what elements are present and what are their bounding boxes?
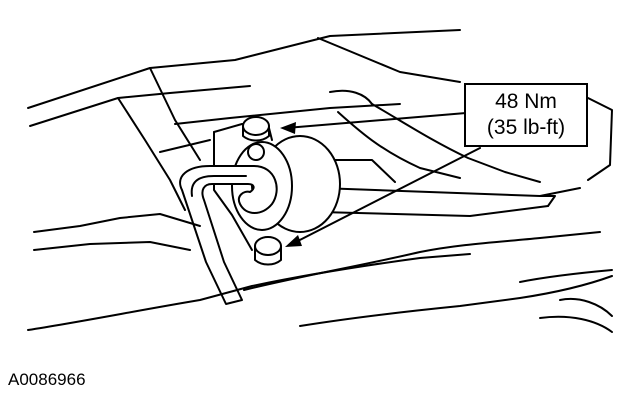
- frame-bracket-curve: [371, 103, 541, 183]
- lower-right-curve-2: [539, 315, 613, 333]
- stabilizer-bar-end: [539, 195, 556, 207]
- stabilizer-bar-curve-outer: [179, 165, 278, 305]
- torque-metric-label: 48 Nm: [495, 90, 557, 113]
- lower-bolt: [254, 236, 282, 266]
- figure-id: A0086966: [8, 370, 86, 389]
- lower-control-arm-right: [519, 269, 613, 283]
- torque-imperial-label: (35 lb-ft): [486, 116, 566, 139]
- link-rod: [329, 159, 396, 183]
- lower-arm-contour: [243, 231, 601, 291]
- frame-rail-upper-left: [27, 29, 461, 109]
- lower-arm-edge: [299, 275, 613, 327]
- torque-callout: 48 Nm (35 lb-ft): [464, 83, 588, 147]
- leader-line-upper: [285, 112, 467, 129]
- bracket-left-side: [213, 131, 253, 251]
- upper-bolt: [242, 116, 270, 161]
- frame-rail-left-inner: [29, 85, 251, 127]
- frame-left-contour-2: [149, 67, 201, 161]
- floor-pan-lower: [27, 253, 471, 331]
- frame-crossmember: [174, 103, 401, 125]
- stabilizer-bar-lower: [319, 205, 549, 217]
- frame-right-edge: [587, 97, 613, 181]
- frame-bracket-lower: [337, 111, 461, 179]
- leader-line-lower: [291, 147, 481, 245]
- floor-pan-mid: [33, 241, 191, 251]
- frame-crossmember-lower: [159, 139, 211, 153]
- frame-bracket-top: [329, 89, 373, 105]
- arrowhead-lower: [285, 235, 302, 247]
- stabilizer-bar-upper: [319, 187, 581, 197]
- arrowhead-upper: [280, 122, 296, 134]
- floor-pan-left: [33, 213, 201, 233]
- frame-left-contour: [117, 97, 186, 211]
- stabilizer-bar-curve-inner: [190, 175, 247, 197]
- frame-upper-right: [317, 37, 461, 83]
- lower-right-curve: [559, 298, 613, 317]
